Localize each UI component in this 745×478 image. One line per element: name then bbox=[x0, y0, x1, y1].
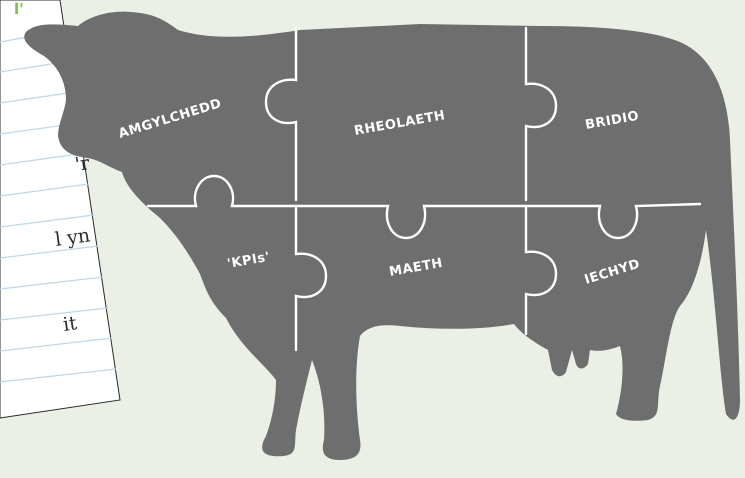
seam-vertical-right bbox=[524, 26, 558, 202]
notepad-line-4: it bbox=[62, 312, 79, 336]
notepad-sheet bbox=[0, 0, 121, 419]
piece-label-kpis: 'KPIs' bbox=[226, 250, 271, 272]
cow-body bbox=[24, 11, 741, 460]
notepad-line-3: l yn bbox=[54, 224, 92, 251]
notepad: l' dd 'r l yn it bbox=[0, 0, 121, 419]
notepad-line-2: 'r bbox=[74, 152, 92, 176]
seam-vertical-left-lower bbox=[294, 204, 328, 352]
seam-vertical-right-lower bbox=[524, 204, 558, 336]
seam-horizontal bbox=[146, 174, 702, 240]
seam-vertical-left bbox=[264, 26, 298, 202]
puzzle-seams bbox=[146, 26, 702, 352]
notepad-top-fragment: l' bbox=[14, 0, 24, 18]
cow-silhouette bbox=[24, 11, 741, 460]
